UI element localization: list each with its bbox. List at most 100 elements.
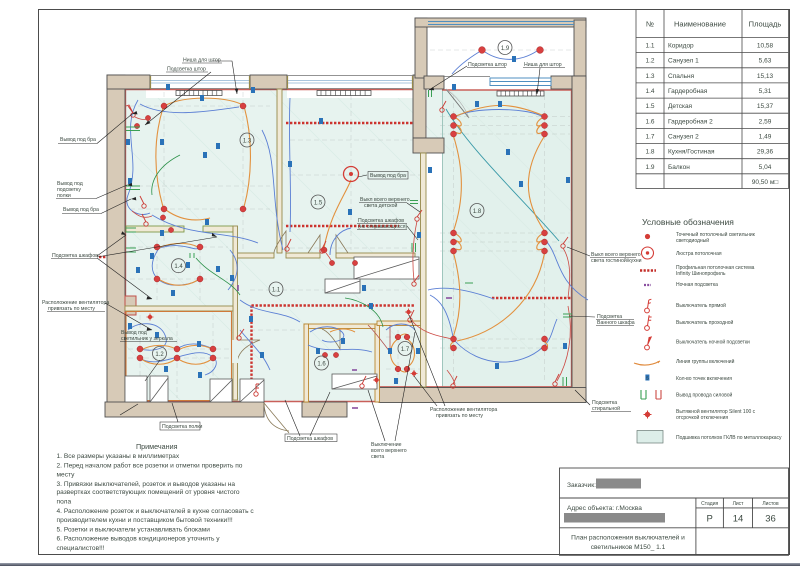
svg-text:полки: полки [57,193,71,199]
svg-text:Подсветка штор: Подсветка штор [167,67,206,73]
svg-text:Выключение: Выключение [371,442,402,448]
svg-text:Листов: Листов [762,501,779,507]
svg-text:привязать по месту: привязать по месту [436,413,483,419]
svg-text:Адрес объекта: г.Москва: Адрес объекта: г.Москва [567,504,642,512]
svg-text:1.6: 1.6 [645,118,654,125]
svg-text:Выключатель ночной подсветки: Выключатель ночной подсветки [676,339,750,346]
svg-text:Вытяжной вентилятор Silent 100: Вытяжной вентилятор Silent 100 с [676,408,756,415]
svg-text:15,13: 15,13 [757,73,774,80]
svg-text:1.2: 1.2 [645,58,654,65]
svg-text:1.9: 1.9 [645,164,654,171]
svg-text:Infinity Шинопрофиль: Infinity Шинопрофиль [676,271,726,277]
svg-text:Подсветка штор: Подсветка штор [468,62,507,68]
svg-text:15,37: 15,37 [757,103,774,110]
svg-text:Точечный потолочный светильник: Точечный потолочный светильник [676,231,756,238]
svg-text:Заказчик:: Заказчик: [567,482,596,489]
svg-text:1.5: 1.5 [645,103,654,110]
svg-text:Наименование: Наименование [674,20,726,29]
svg-text:Примечания: Примечания [136,442,178,451]
svg-text:Санузел 1: Санузел 1 [668,58,699,65]
svg-text:света детской: света детской [364,202,398,209]
svg-text:5: 5 [646,376,649,381]
svg-text:4. Расположение розеток и выкл: 4. Расположение розеток и выключателей в… [57,507,255,515]
svg-text:№: № [646,20,654,29]
svg-text:светильник у зеркала: светильник у зеркала [121,336,173,342]
svg-text:1.7: 1.7 [401,347,410,353]
svg-text:5. Розетки и выключатели устан: 5. Розетки и выключатели устанавливать б… [57,525,211,533]
svg-text:10,58: 10,58 [757,43,774,50]
svg-text:Условные обозначения: Условные обозначения [642,217,734,227]
svg-text:2. Перед началом работ все роз: 2. Перед началом работ все розетки и отм… [57,461,243,469]
svg-text:1.8: 1.8 [645,149,654,156]
svg-text:План расположения выключателей: План расположения выключателей и [571,534,685,542]
svg-text:отсрочкой отключения: отсрочкой отключения [676,414,728,421]
svg-text:Линия группы включений: Линия группы включений [676,358,735,365]
svg-text:Спальня: Спальня [668,73,695,80]
svg-text:36: 36 [765,514,776,525]
svg-text:1. Все размеры указаны в милли: 1. Все размеры указаны в миллиметрах [57,453,180,460]
svg-text:специалистов!!!: специалистов!!! [57,545,105,552]
svg-text:Подсветка: Подсветка [597,314,622,320]
svg-text:Вывод под бра: Вывод под бра [370,173,406,179]
svg-text:светодиодный: светодиодный [676,237,709,244]
svg-text:стиральной: стиральной [592,405,620,412]
svg-text:Вывод под: Вывод под [121,330,147,336]
svg-text:5,63: 5,63 [759,58,772,65]
svg-text:14: 14 [733,514,744,525]
svg-text:1.8: 1.8 [473,209,482,215]
svg-text:1.5: 1.5 [314,201,323,207]
svg-text:1.6: 1.6 [317,362,326,368]
svg-text:светильников М150_ 1.1: светильников М150_ 1.1 [591,544,666,551]
svg-text:Вывод под: Вывод под [57,181,83,187]
svg-text:2,59: 2,59 [759,118,772,125]
svg-text:Расположение вентилятора: Расположение вентилятора [430,407,497,413]
svg-text:1.3: 1.3 [243,139,252,145]
svg-text:производителем кухни и поставщ: производителем кухни и поставщиком бытов… [57,516,233,524]
svg-text:Балкон: Балкон [668,164,690,171]
svg-text:Люстра потолочная: Люстра потолочная [676,251,722,257]
svg-text:Подсветка шкафов: Подсветка шкафов [287,436,333,442]
svg-text:90,50 м□: 90,50 м□ [752,179,779,186]
svg-text:1.1: 1.1 [645,43,654,50]
svg-text:Ниша для штор: Ниша для штор [183,58,221,64]
svg-text:пола: пола [57,499,72,506]
svg-text:подсветку: подсветку [57,187,81,193]
svg-text:1.7: 1.7 [645,134,654,141]
svg-text:3. Привязки выключателей, розе: 3. Привязки выключателей, розеток и выво… [57,480,236,488]
svg-text:1.4: 1.4 [174,264,183,270]
svg-text:Вывод под бра: Вывод под бра [60,137,96,143]
svg-text:6. Расположение выводов кондиц: 6. Расположение выводов кондиционеров ут… [57,536,221,543]
svg-text:Кухня/Гостиная: Кухня/Гостиная [668,149,715,156]
svg-text:света: света [371,454,384,460]
svg-text:развертках соответствующих пом: развертках соответствующих помещений от … [57,488,240,496]
svg-text:света гостиной/кухни: света гостиной/кухни [591,257,642,264]
svg-text:Гардеробная: Гардеробная [668,87,708,95]
svg-text:Профильная потолочная система: Профильная потолочная система [676,265,755,271]
svg-text:Подсветка шкафов: Подсветка шкафов [52,253,98,259]
svg-text:Подсветка шкафов: Подсветка шкафов [358,218,404,224]
svg-text:Стадия: Стадия [701,501,718,507]
svg-text:Лист: Лист [733,501,745,507]
svg-text:Выкл всего верхнего: Выкл всего верхнего [360,197,410,203]
svg-text:5,31: 5,31 [759,88,772,95]
svg-text:Кол-во точек включения: Кол-во точек включения [676,376,732,382]
svg-text:всего верхнего: всего верхнего [371,448,407,454]
svg-text:месту: месту [57,472,76,479]
svg-text:1,49: 1,49 [759,134,772,141]
svg-text:1.2: 1.2 [155,352,164,358]
svg-text:Площадь: Площадь [749,20,782,29]
svg-text:Ночная подсветка: Ночная подсветка [676,282,718,288]
svg-text:Вывод под бра: Вывод под бра [63,207,99,213]
svg-text:Детская: Детская [668,103,693,110]
svg-text:привязать по месту: привязать по месту [48,306,95,312]
svg-text:Подшивка потолков ГКЛВ по мета: Подшивка потолков ГКЛВ по металлокаркасу [676,435,782,441]
svg-text:Санузел 2: Санузел 2 [668,134,699,141]
svg-text:29,36: 29,36 [757,149,774,156]
svg-text:1.3: 1.3 [645,73,654,80]
svg-text:Вывод провода силовой: Вывод провода силовой [676,392,733,399]
svg-text:Выключатель проходной: Выключатель проходной [676,319,734,326]
svg-text:Ванного шкафа: Ванного шкафа [597,320,635,326]
svg-text:Ниша для штор: Ниша для штор [524,62,562,68]
svg-text:Подсветка полки: Подсветка полки [162,424,202,430]
svg-text:1.9: 1.9 [501,46,510,52]
